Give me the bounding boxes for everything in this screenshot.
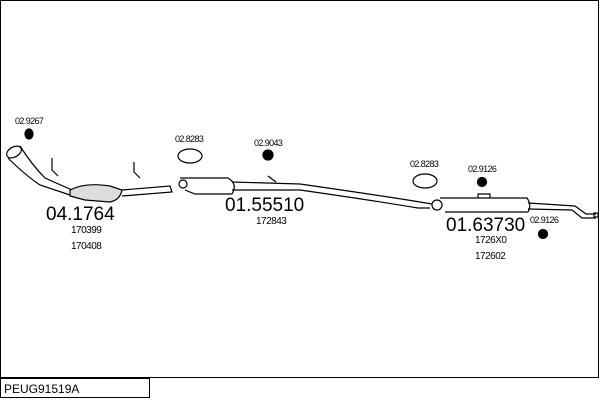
accessory-label: 02.8283 — [175, 134, 204, 144]
hanger-icon — [537, 228, 549, 240]
part-ref: 170408 — [71, 241, 102, 252]
accessory-label: 02.9043 — [254, 138, 283, 148]
part-ref: 172602 — [475, 251, 506, 262]
hanger-icon — [476, 176, 488, 188]
accessory-label: 02.9126 — [468, 164, 497, 174]
accessory-label: 02.9267 — [15, 116, 44, 126]
gasket-icon — [24, 128, 34, 140]
accessory-label: 02.9126 — [530, 215, 559, 225]
rear-silencer — [431, 193, 599, 219]
ring-icon — [262, 149, 274, 161]
part-ref: 172843 — [256, 216, 287, 227]
part-number: 04.1764 — [46, 204, 115, 225]
accessory-label: 02.8283 — [410, 159, 439, 169]
diagram-code: PEUG91519A — [0, 378, 150, 398]
rubber-mount-icon — [177, 148, 203, 164]
part-ref: 170399 — [71, 225, 102, 236]
front-pipe-catalyst — [6, 145, 173, 203]
rubber-mount-icon — [412, 173, 438, 189]
part-number: 01.55510 — [225, 195, 305, 216]
accessory-shapes — [24, 128, 549, 240]
part-ref: 1726X0 — [475, 235, 507, 246]
diagram-frame — [0, 0, 599, 378]
middle-silencer — [178, 175, 433, 209]
part-number: 01.63730 — [446, 215, 526, 236]
